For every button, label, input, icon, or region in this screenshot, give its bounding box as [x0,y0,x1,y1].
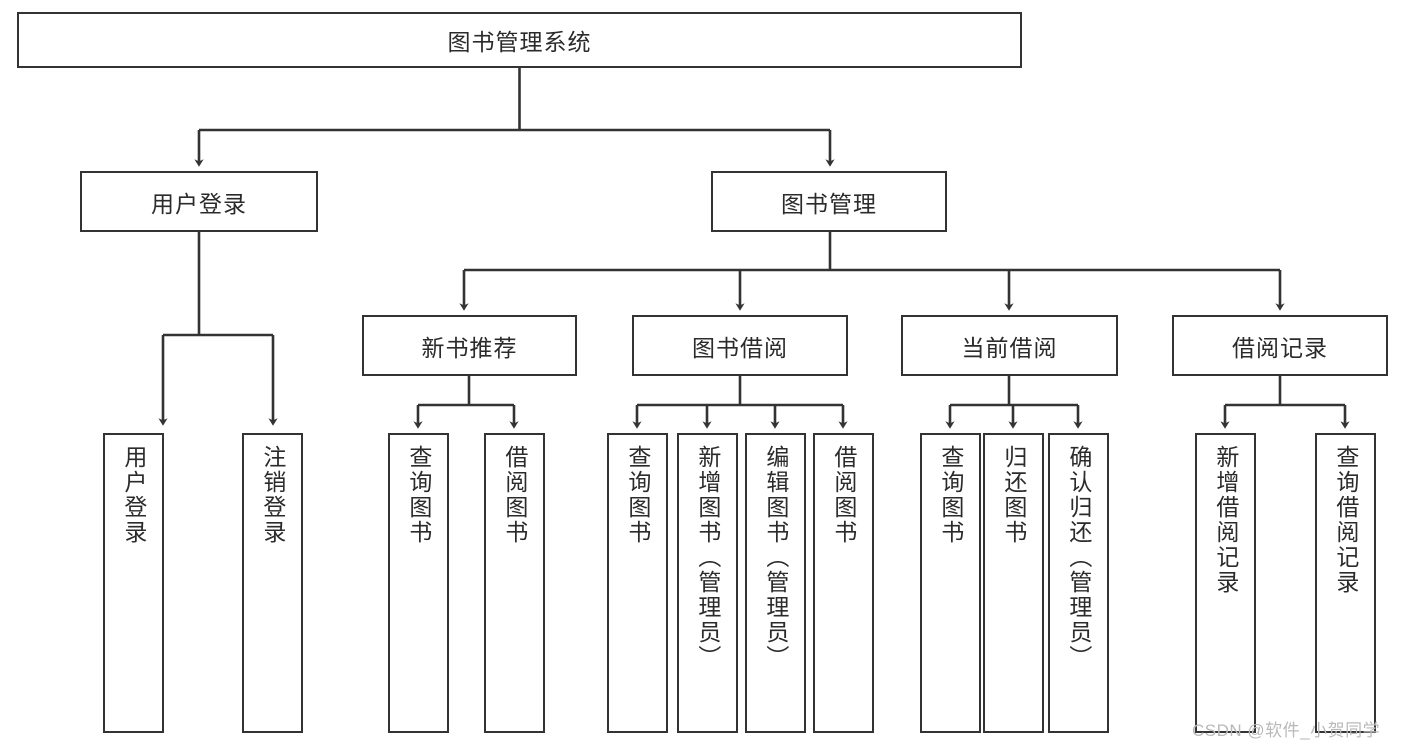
node-leaf-confirm-return-label: 确认归还（管理员） [1065,445,1092,670]
node-leaf-borrow-book-2[interactable]: 借阅图书 [813,433,874,733]
node-leaf-add-record[interactable]: 新增借阅记录 [1195,433,1256,733]
node-leaf-query-book-3-label: 查询图书 [937,445,964,545]
node-book-borrow-label: 图书借阅 [692,334,788,361]
node-leaf-logout-login-label: 注销登录 [259,445,286,545]
node-leaf-edit-book-label: 编辑图书（管理员） [762,445,789,670]
node-leaf-return-book-label: 归还图书 [1000,445,1027,545]
node-leaf-user-login-label: 用户登录 [120,445,147,545]
node-leaf-query-book-3[interactable]: 查询图书 [920,433,981,733]
node-leaf-add-record-label: 新增借阅记录 [1212,445,1239,595]
node-leaf-borrow-book-2-label: 借阅图书 [830,445,857,545]
node-leaf-logout-login[interactable]: 注销登录 [242,433,303,733]
node-book-management-label: 图书管理 [781,190,877,217]
node-leaf-add-book[interactable]: 新增图书（管理员） [677,433,738,733]
node-root[interactable]: 图书管理系统 [17,12,1022,68]
node-borrow-record[interactable]: 借阅记录 [1172,315,1388,376]
csdn-watermark: CSDN @软件_小贺同学 [1192,721,1381,740]
node-leaf-add-book-label: 新增图书（管理员） [694,445,721,670]
node-leaf-return-book[interactable]: 归还图书 [983,433,1044,733]
node-new-book-recommend[interactable]: 新书推荐 [362,315,577,376]
node-leaf-confirm-return[interactable]: 确认归还（管理员） [1048,433,1109,733]
node-leaf-borrow-book-1[interactable]: 借阅图书 [484,433,545,733]
node-leaf-query-record-label: 查询借阅记录 [1332,445,1359,595]
node-book-management[interactable]: 图书管理 [711,171,947,232]
node-current-borrow-label: 当前借阅 [961,334,1058,361]
node-leaf-query-book-1[interactable]: 查询图书 [388,433,449,733]
node-leaf-user-login[interactable]: 用户登录 [103,433,164,733]
node-leaf-query-book-1-label: 查询图书 [405,445,432,545]
node-user-login-label: 用户登录 [151,190,247,217]
node-current-borrow[interactable]: 当前借阅 [901,315,1118,376]
node-leaf-edit-book[interactable]: 编辑图书（管理员） [745,433,806,733]
node-book-borrow[interactable]: 图书借阅 [632,315,848,376]
node-new-book-recommend-label: 新书推荐 [421,334,518,361]
node-root-label: 图书管理系统 [447,29,592,55]
node-leaf-borrow-book-1-label: 借阅图书 [501,445,528,545]
node-leaf-query-book-2-label: 查询图书 [624,445,651,545]
node-borrow-record-label: 借阅记录 [1232,334,1328,361]
node-user-login[interactable]: 用户登录 [80,171,318,232]
node-leaf-query-book-2[interactable]: 查询图书 [607,433,668,733]
node-leaf-query-record[interactable]: 查询借阅记录 [1315,433,1376,733]
